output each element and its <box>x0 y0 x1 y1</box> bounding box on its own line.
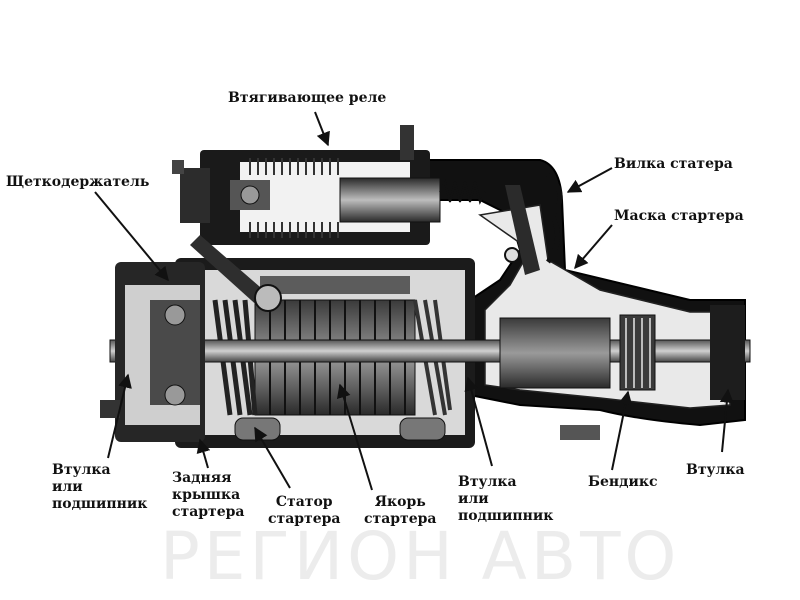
solenoid <box>172 125 486 245</box>
label-bushing-mid-line3: подшипник <box>458 508 554 524</box>
label-bushing-left-line3: подшипник <box>52 496 148 512</box>
label-rear-cover-line1: Задняя <box>172 470 232 486</box>
rear-cover <box>100 262 205 442</box>
label-bushing-mid-line1: Втулка <box>458 474 517 490</box>
label-rear-cover: Задняя крышка стартера <box>172 470 245 521</box>
brush-holder <box>190 235 282 312</box>
label-housing: Маска стартера <box>614 208 744 224</box>
label-armature-line2: стартера <box>364 511 437 527</box>
label-bushing-mid-line2: или <box>458 491 489 507</box>
label-solenoid: Втягивающее реле <box>228 90 387 106</box>
label-rear-cover-line2: крышка <box>172 487 241 503</box>
watermark-text: РЕГИОН АВТО <box>160 518 681 595</box>
bendix-drive <box>499 305 745 440</box>
label-bushing-left: Втулка или подшипник <box>52 462 147 513</box>
label-bendix: Бендикс <box>588 474 658 490</box>
label-stator: Статор стартера <box>268 494 341 528</box>
label-bushing-right: Втулка <box>686 462 745 478</box>
label-fork: Вилка статера <box>614 156 733 172</box>
label-rear-cover-line3: стартера <box>172 504 245 520</box>
label-brush-holder: Щеткодержатель <box>6 174 150 190</box>
label-bushing-left-line1: Втулка <box>52 462 111 478</box>
label-bushing-mid: Втулка или подшипник <box>458 474 553 525</box>
label-armature-line1: Якорь <box>374 494 426 510</box>
label-bushing-left-line2: или <box>52 479 83 495</box>
leader-lines <box>94 111 734 491</box>
shift-fork <box>504 173 563 275</box>
label-armature: Якорь стартера <box>364 494 437 528</box>
label-stator-line2: стартера <box>268 511 341 527</box>
label-stator-line1: Статор <box>275 494 333 510</box>
